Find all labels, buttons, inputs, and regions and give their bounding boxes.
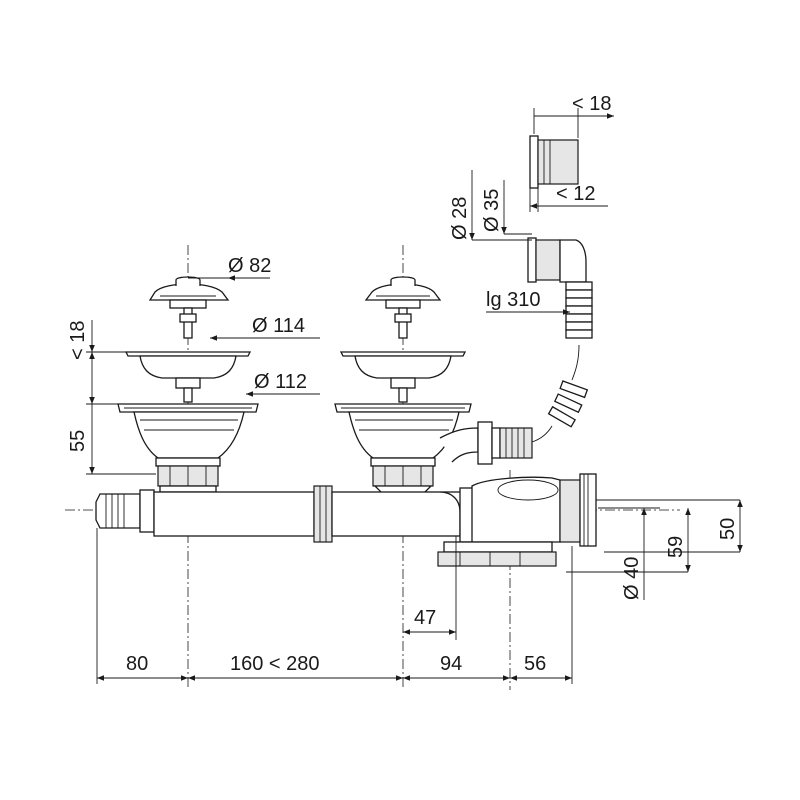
- label-dim-94: 94: [440, 653, 462, 675]
- label-strainer-diameter: Ø 82: [228, 255, 271, 277]
- label-outlet-height-59: 59: [665, 536, 687, 558]
- label-overflow-depth: < 12: [556, 183, 595, 205]
- label-overflow-outer-diameter: Ø 35: [481, 189, 503, 232]
- left-waste-body: [117, 403, 259, 493]
- label-overflow-height: < 18: [572, 93, 611, 115]
- overflow-elbow: [527, 237, 593, 443]
- label-offset-47: 47: [414, 607, 436, 629]
- overflow-cap: [529, 135, 579, 189]
- dimension-lines: [86, 108, 743, 684]
- label-bowl-depth: 55: [67, 430, 89, 452]
- label-outlet-height-50: 50: [717, 518, 739, 540]
- label-body-diameter: Ø 112: [254, 371, 307, 393]
- overflow-hose: [531, 281, 593, 443]
- left-strainer-basket: [124, 276, 252, 403]
- label-flange-diameter: Ø 114: [252, 315, 305, 337]
- label-outlet-diameter: Ø 40: [621, 557, 643, 600]
- label-dim-56: 56: [524, 653, 546, 675]
- label-dim-160-280: 160 < 280: [230, 653, 320, 675]
- label-hose-length: lg 310: [486, 289, 541, 311]
- right-strainer-basket: [339, 276, 467, 403]
- connecting-pipe: [95, 485, 463, 543]
- bottle-trap: [437, 473, 597, 567]
- dimension-labels: Ø 82 Ø 114 Ø 112 < 18 55 < 18 < 12 Ø 28 …: [67, 93, 739, 675]
- label-flange-height: < 18: [67, 321, 89, 360]
- label-dim-80: 80: [126, 653, 148, 675]
- label-overflow-inner-diameter: Ø 28: [449, 197, 471, 240]
